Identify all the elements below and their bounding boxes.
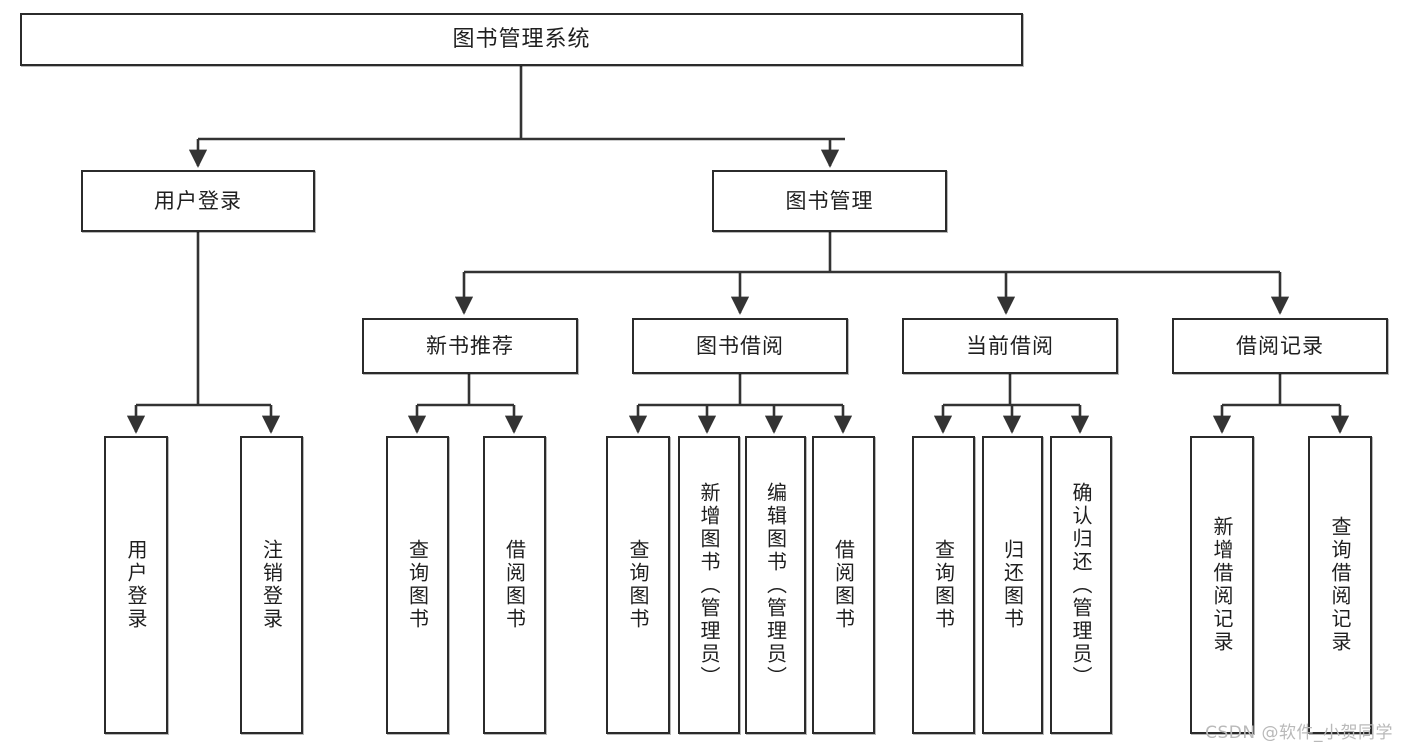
node-label: 查询图书 <box>626 539 650 631</box>
leaf-confirm-return-admin[interactable]: 确认归还（管理员） <box>1050 436 1112 734</box>
node-label: 编辑图书（管理员） <box>763 481 788 689</box>
node-label: 用户登录 <box>154 188 242 213</box>
node-book-management[interactable]: 图书管理 <box>712 170 947 232</box>
node-book-borrow[interactable]: 图书借阅 <box>632 318 848 374</box>
node-user-login[interactable]: 用户登录 <box>81 170 315 232</box>
leaf-return-book[interactable]: 归还图书 <box>982 436 1043 734</box>
node-label: 注销登录 <box>259 539 284 631</box>
node-label: 新增图书（管理员） <box>697 481 721 689</box>
node-new-book-recommend[interactable]: 新书推荐 <box>362 318 578 374</box>
node-label: 新增借阅记录 <box>1210 516 1234 654</box>
node-label: 查询借阅记录 <box>1328 516 1352 654</box>
leaf-add-book-admin[interactable]: 新增图书（管理员） <box>678 436 740 734</box>
leaf-add-borrow-record[interactable]: 新增借阅记录 <box>1190 436 1254 734</box>
node-label: 图书管理系统 <box>452 26 591 52</box>
watermark: CSDN @软件_小贺同学 <box>1205 723 1393 743</box>
node-label: 图书管理 <box>785 188 874 213</box>
leaf-user-login[interactable]: 用户登录 <box>104 436 168 734</box>
leaf-query-borrow-record[interactable]: 查询借阅记录 <box>1308 436 1372 734</box>
leaf-logout[interactable]: 注销登录 <box>240 436 303 734</box>
node-label: 借阅记录 <box>1236 333 1324 358</box>
node-current-borrow[interactable]: 当前借阅 <box>902 318 1118 374</box>
node-label: 查询图书 <box>405 539 430 631</box>
leaf-query-book-new[interactable]: 查询图书 <box>386 436 449 734</box>
node-label: 确认归还（管理员） <box>1069 481 1093 689</box>
leaf-query-book-borrow[interactable]: 查询图书 <box>606 436 670 734</box>
leaf-query-book-current[interactable]: 查询图书 <box>912 436 975 734</box>
leaf-borrow-book[interactable]: 借阅图书 <box>812 436 875 734</box>
leaf-edit-book-admin[interactable]: 编辑图书（管理员） <box>745 436 806 734</box>
node-label: 借阅图书 <box>502 539 527 631</box>
node-root-system[interactable]: 图书管理系统 <box>20 13 1023 66</box>
node-label: 新书推荐 <box>426 333 514 358</box>
node-borrow-record[interactable]: 借阅记录 <box>1172 318 1388 374</box>
node-label: 图书借阅 <box>696 333 784 358</box>
node-label: 借阅图书 <box>831 539 856 631</box>
node-label: 查询图书 <box>931 539 956 631</box>
node-label: 当前借阅 <box>966 333 1054 358</box>
leaf-borrow-book-new[interactable]: 借阅图书 <box>483 436 546 734</box>
node-label: 归还图书 <box>1000 539 1025 631</box>
node-label: 用户登录 <box>124 539 148 631</box>
